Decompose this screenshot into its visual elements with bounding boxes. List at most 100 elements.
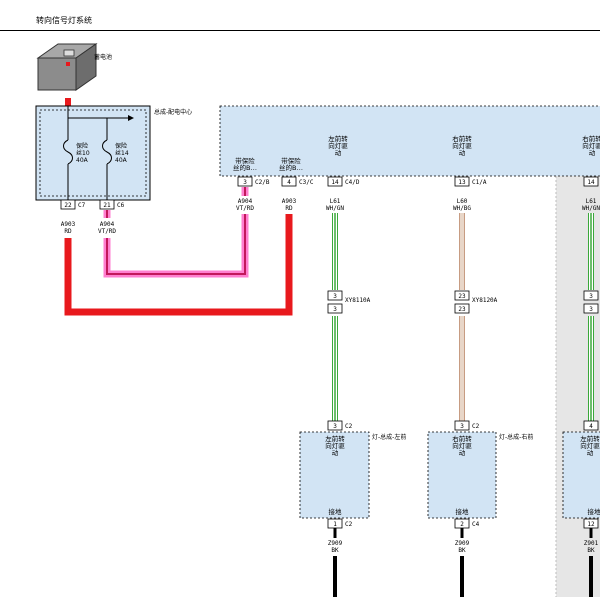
wire-l60-right xyxy=(459,213,465,421)
lamp-connector-in-right: 3 C2 xyxy=(454,420,480,431)
wire-color-label: BK xyxy=(587,547,595,554)
wire-circuit-label: L61 xyxy=(330,198,341,205)
fuse2-line1: 保险 xyxy=(115,142,127,150)
fuse1-line2: 丝10 xyxy=(76,149,90,157)
wire-circuit-label: A903 xyxy=(282,198,297,205)
fused-b1-line1: 带保险 xyxy=(235,156,255,165)
wire-color-label: WH/GN xyxy=(582,205,600,212)
connector-code: C7 xyxy=(78,202,86,209)
pin-number: 22 xyxy=(64,202,72,209)
lamp-connector-in-left: 3 C2 xyxy=(327,420,353,431)
module-connector-c4d: 14 C4/D xyxy=(327,176,360,187)
lamp-third-line2: 向灯驱 xyxy=(580,441,600,450)
inline-connector-xy8120a: 23 23 XY8120A xyxy=(454,290,498,314)
lamp-right-line3: 动 xyxy=(459,449,466,457)
label-bg xyxy=(96,218,118,238)
lamp-left-line2: 向灯驱 xyxy=(325,441,345,450)
lamp-connector-in-third: 4 xyxy=(583,420,599,431)
pin-number: 14 xyxy=(587,179,595,186)
wire-circuit-label: A904 xyxy=(100,221,115,228)
pin-number: 13 xyxy=(458,179,466,186)
svg-text:3: 3 xyxy=(333,423,337,430)
wire-color-label: WH/BG xyxy=(453,205,471,212)
lamp-box-left xyxy=(299,431,370,519)
page-title: 转向信号灯系统 xyxy=(36,16,92,25)
label-bg xyxy=(580,196,600,213)
wire-color-label: BK xyxy=(458,547,466,554)
wire-circuit-label: L60 xyxy=(457,198,468,205)
lamp-third-ground: 接地 xyxy=(588,507,600,516)
pdc-bus xyxy=(67,106,134,140)
pdc-box xyxy=(35,105,151,201)
connector-code: C3/C xyxy=(299,179,314,186)
svg-text:3: 3 xyxy=(333,306,337,313)
module-box xyxy=(219,105,600,177)
battery-label: 蓄电池 xyxy=(94,53,112,61)
svg-text:2: 2 xyxy=(460,521,464,528)
lamp-connector-gnd-right: 2 C4 xyxy=(454,518,480,529)
label-bg xyxy=(324,538,346,556)
lamp-title-left: 灯-总成-左前 xyxy=(372,433,406,441)
lf-driver-line2: 向灯驱 xyxy=(328,141,348,150)
connector-code: C4 xyxy=(472,521,480,528)
wire-color-label: RD xyxy=(64,228,72,235)
pin-number: 4 xyxy=(287,179,291,186)
battery-icon xyxy=(36,43,98,91)
rf-driver-line3: 动 xyxy=(459,149,466,157)
svg-text:3: 3 xyxy=(333,293,337,300)
connector-code: C2 xyxy=(345,423,353,430)
label-bg xyxy=(449,196,475,213)
wire-circuit-label: A904 xyxy=(238,198,253,205)
wire-a904-violet-red xyxy=(103,187,249,278)
label-bg xyxy=(580,538,600,556)
fuse2-line3: 40A xyxy=(115,157,128,164)
third-driver-line1: 右前转 xyxy=(582,134,600,143)
label-bg xyxy=(451,538,473,556)
lamp-left-line1: 左前转 xyxy=(325,434,345,443)
lamp-connector-gnd-third: 12 xyxy=(583,518,599,529)
wire-circuit-label: A903 xyxy=(61,221,76,228)
fused-b2-line1: 带保险 xyxy=(281,156,301,165)
label-bg xyxy=(278,196,300,214)
fused-b1-line2: 丝的B… xyxy=(233,163,257,172)
wire-color-label: WH/GN xyxy=(326,205,344,212)
connector-code: XY8120A xyxy=(472,297,498,304)
module-connector-c3c: 4 C3/C xyxy=(281,176,314,187)
lamp-right-line1: 右前转 xyxy=(452,434,472,443)
connector-code: XY8110A xyxy=(345,297,371,304)
wire-l61-third xyxy=(588,213,594,421)
lamp-box-right xyxy=(427,431,497,519)
svg-text:3: 3 xyxy=(460,423,464,430)
fuse-icon xyxy=(63,139,73,200)
svg-text:1: 1 xyxy=(333,521,337,528)
lamp-box-third xyxy=(562,431,600,519)
lamp-right-line2: 向灯驱 xyxy=(452,441,472,450)
third-driver-line3: 动 xyxy=(589,149,596,157)
svg-text:12: 12 xyxy=(587,521,595,528)
lamp-left-ground: 接地 xyxy=(329,507,343,516)
fuse1-line3: 40A xyxy=(76,157,89,164)
svg-text:4: 4 xyxy=(589,423,593,430)
fuse-icon xyxy=(102,139,112,200)
pin-number: 3 xyxy=(243,179,247,186)
inline-connector-third: 3 3 xyxy=(583,290,599,314)
module-connector-third: 14 xyxy=(583,176,599,187)
wire-color-label: BK xyxy=(331,547,339,554)
lamp-connector-gnd-left: 1 C2 xyxy=(327,518,353,529)
pdc-connector-c6: 21 C6 xyxy=(99,199,125,210)
third-driver-line2: 向灯驱 xyxy=(582,141,600,150)
lf-driver-line1: 左前转 xyxy=(328,134,348,143)
svg-text:3: 3 xyxy=(589,293,593,300)
label-bg xyxy=(232,196,258,214)
wire-circuit-label: Z909 xyxy=(328,540,343,547)
wire-color-label: RD xyxy=(285,205,293,212)
lamp-left-line3: 动 xyxy=(332,449,339,457)
lamp-title-right: 灯-总成-右前 xyxy=(499,433,533,441)
connector-code: C2 xyxy=(472,423,480,430)
connector-code: C2/B xyxy=(255,179,270,186)
connector-code: C2 xyxy=(345,521,353,528)
inline-connector-xy8110a: 3 3 XY8110A xyxy=(327,290,371,314)
connector-code: C4/D xyxy=(345,179,360,186)
wire-color-label: VT/RD xyxy=(236,205,254,212)
